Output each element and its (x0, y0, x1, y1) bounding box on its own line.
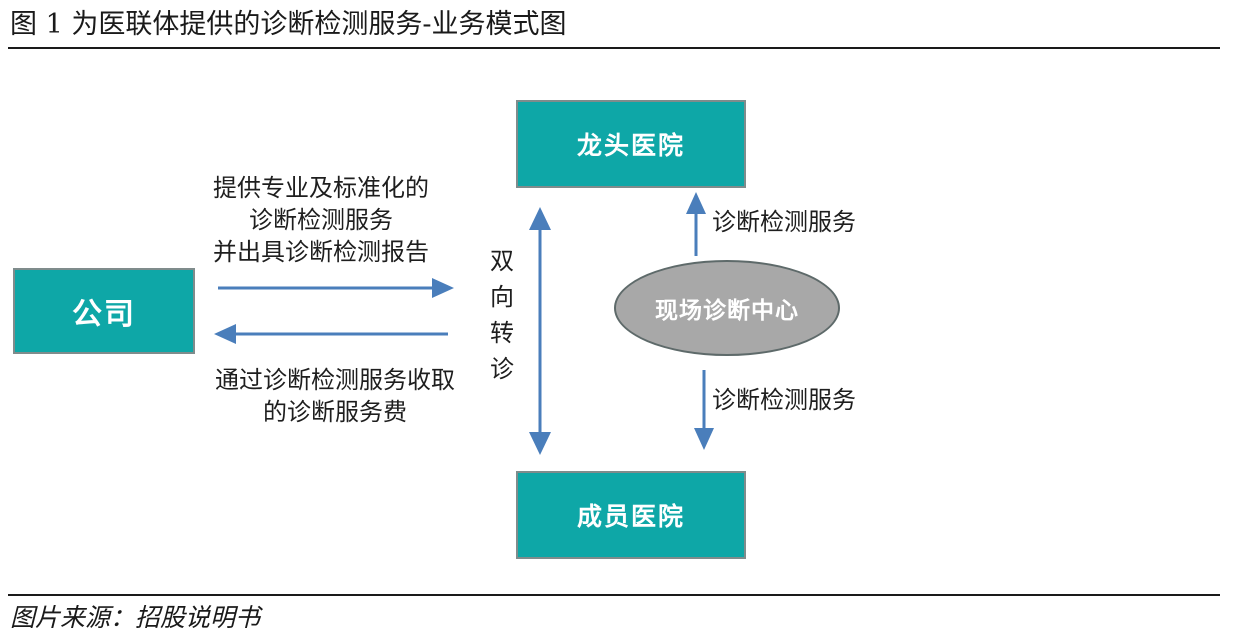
arrow-bidirectional-down-head (529, 432, 551, 455)
provide-service-label: 提供专业及标准化的 诊断检测服务 并出具诊断检测报告 (190, 172, 452, 268)
up-service-label: 诊断检测服务 (712, 208, 856, 236)
arrow-charge-head (214, 324, 236, 344)
leader-hospital-node: 龙头医院 (516, 100, 746, 188)
referral-char-3: 转 (490, 319, 514, 347)
referral-char-1: 双 (490, 247, 514, 275)
arrow-up-service-head (686, 192, 706, 214)
company-node: 公司 (13, 268, 195, 354)
bottom-divider (8, 594, 1220, 596)
referral-char-2: 向 (490, 283, 514, 311)
member-hospital-node: 成员医院 (516, 471, 746, 559)
provide-line-2: 诊断检测服务 (249, 206, 393, 234)
charge-line-1: 通过诊断检测服务收取 (215, 366, 455, 394)
provide-line-3: 并出具诊断检测报告 (213, 238, 429, 266)
charge-fee-label: 通过诊断检测服务收取 的诊断服务费 (190, 364, 480, 428)
provide-line-1: 提供专业及标准化的 (213, 174, 429, 202)
charge-line-2: 的诊断服务费 (263, 398, 407, 426)
referral-char-4: 诊 (490, 355, 514, 383)
bidirectional-referral-label: 双 向 转 诊 (488, 243, 516, 387)
arrow-provide-head (432, 278, 454, 298)
figure-source: 图片来源：招股说明书 (10, 603, 261, 632)
figure-title: 图 1 为医联体提供的诊断检测服务-业务模式图 (10, 9, 567, 40)
onsite-center-node: 现场诊断中心 (614, 260, 840, 356)
arrow-down-service-head (694, 428, 714, 450)
top-divider (8, 47, 1220, 49)
arrow-bidirectional-up-head (529, 207, 551, 230)
down-service-label: 诊断检测服务 (712, 386, 856, 414)
